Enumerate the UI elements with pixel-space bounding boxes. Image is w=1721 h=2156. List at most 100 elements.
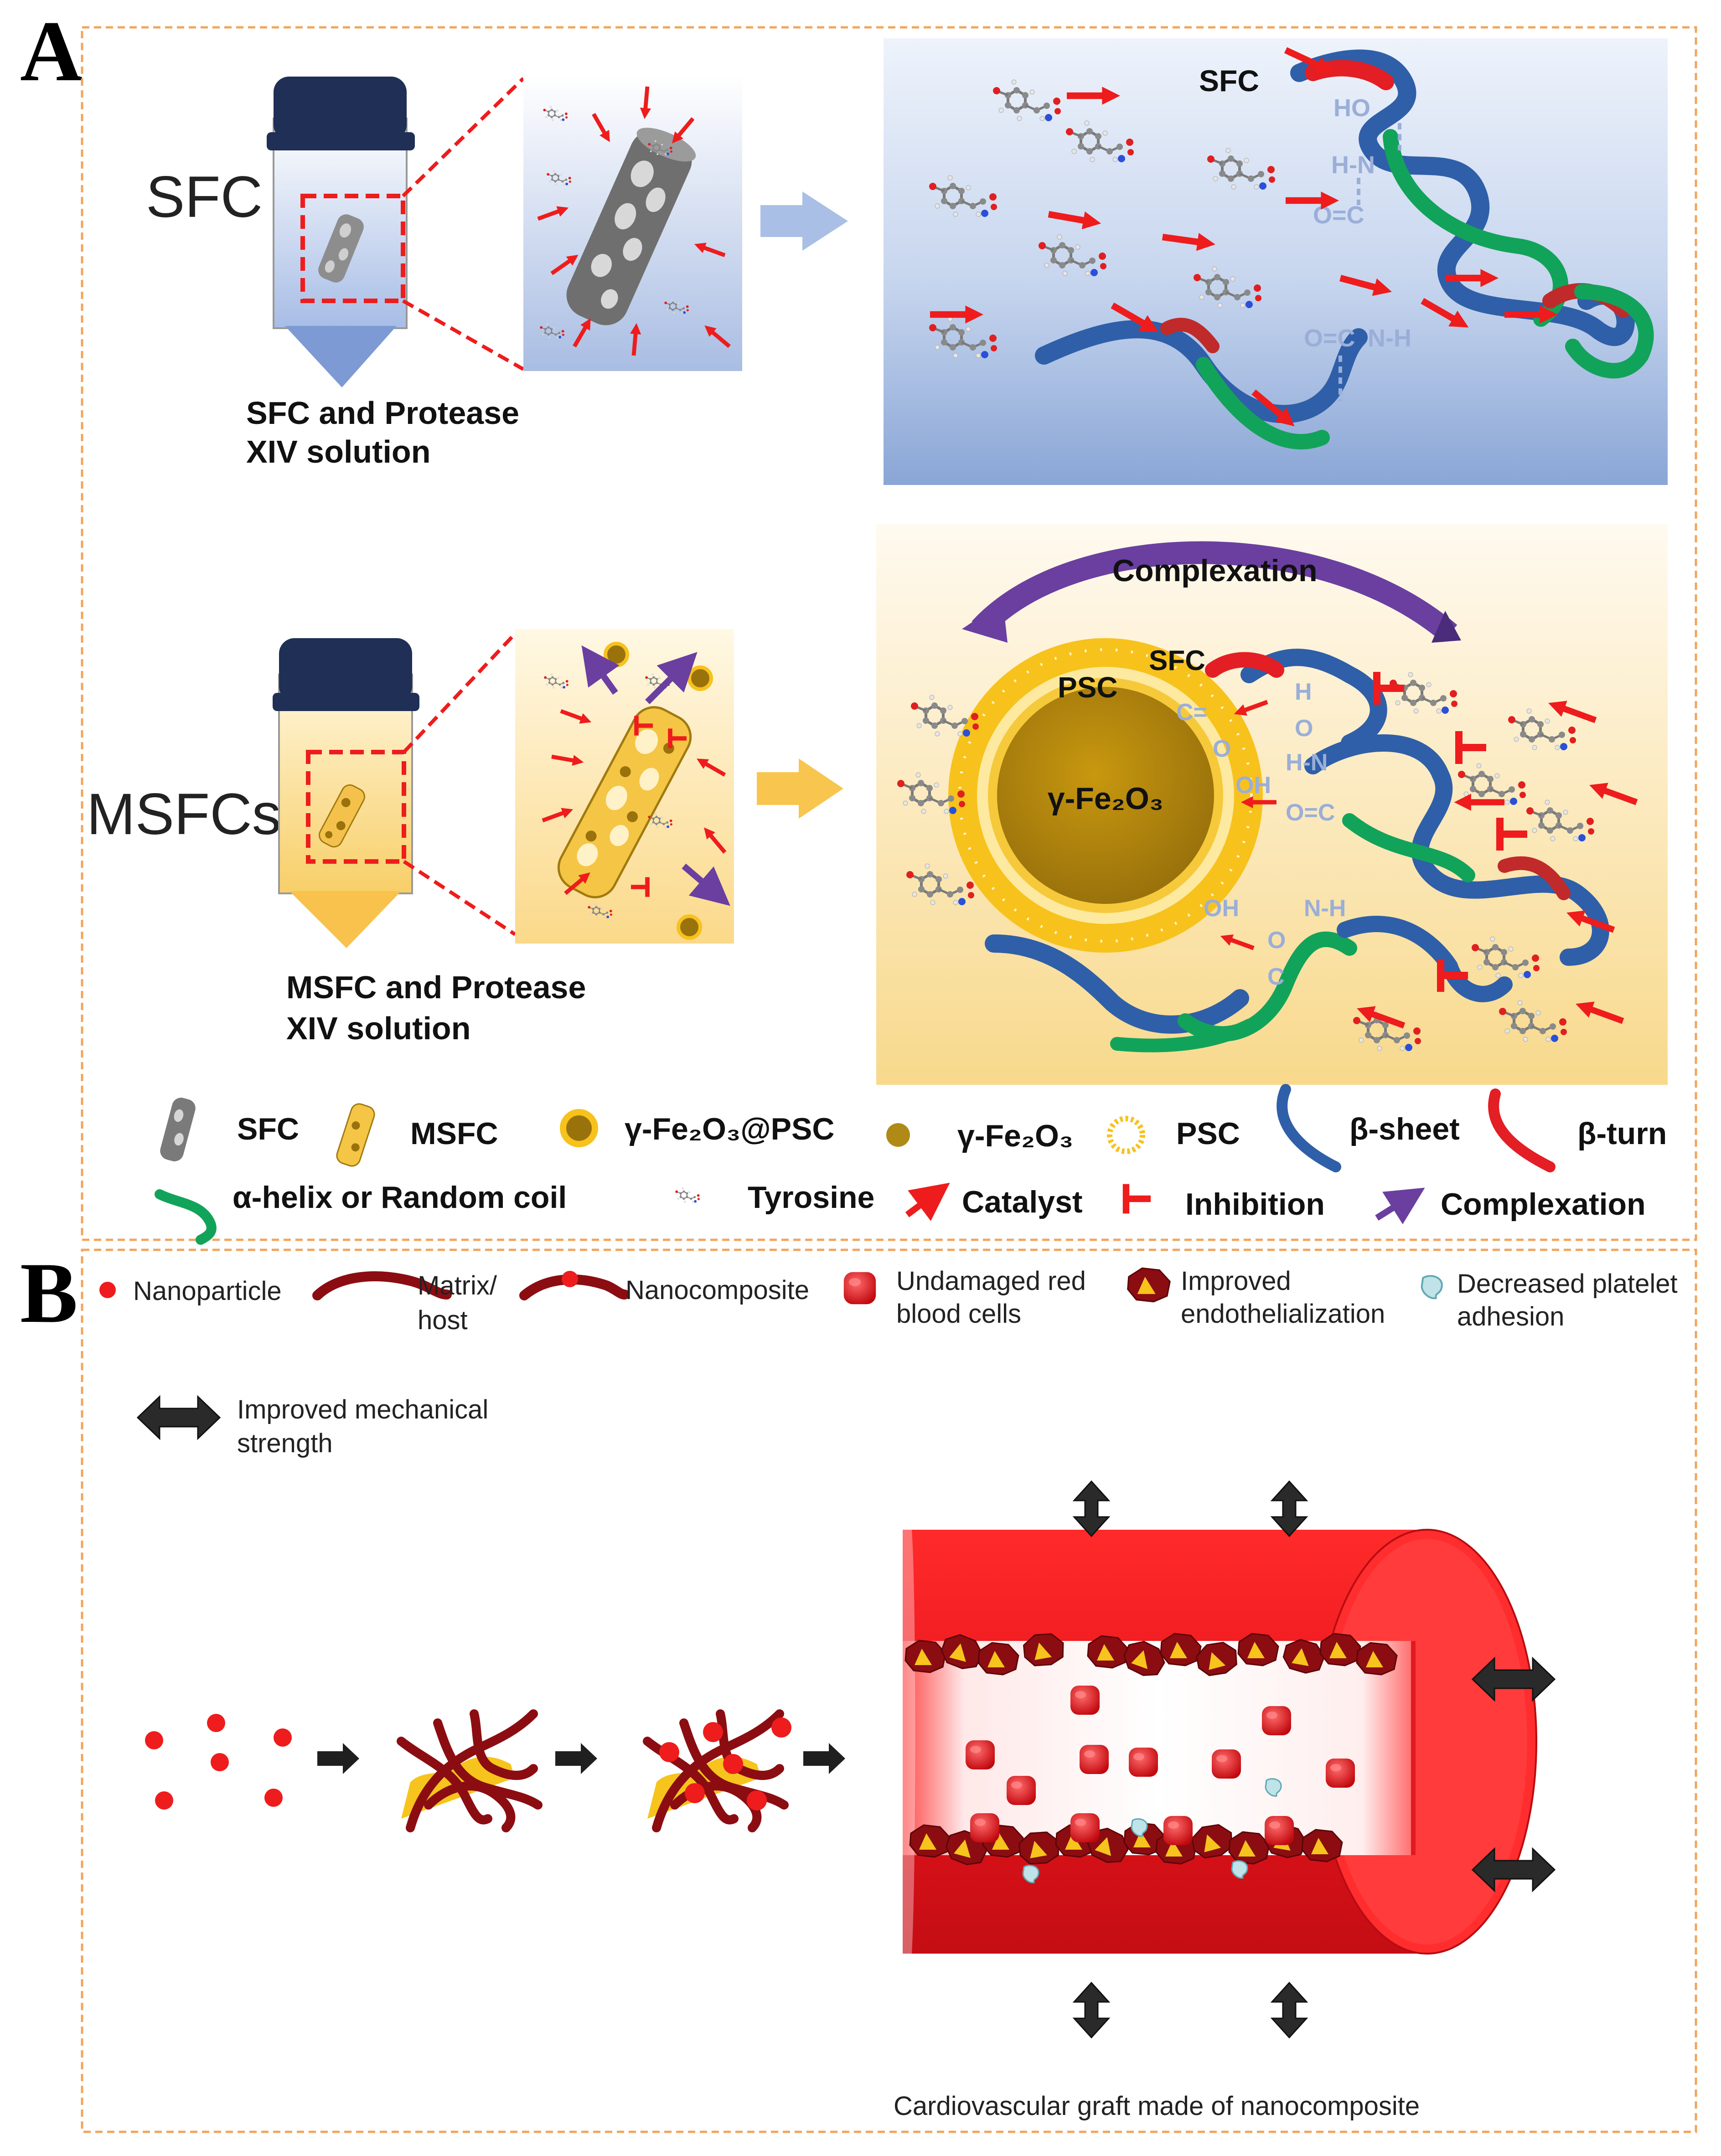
strength-arrow [1073, 1982, 1110, 2038]
beta-sheet-icon [1277, 1084, 1341, 1172]
msfc-scaffold-large [557, 706, 692, 898]
legend-label: β-sheet [1349, 1112, 1460, 1146]
panel-b-letter: B [20, 1245, 78, 1341]
bond-label: C= [1176, 699, 1207, 726]
sfc-mechanism-panel: SFC HO H-N O=C N-H O=C [884, 38, 1668, 485]
complexation-arrow-icon [1375, 1187, 1425, 1224]
msfc-scaffold-icon [336, 1103, 375, 1167]
graft-caption: Cardiovascular graft made of nanocomposi… [894, 2091, 1420, 2121]
sfc-scaffold-icon [318, 214, 364, 283]
legend-label: Undamaged red [896, 1266, 1086, 1296]
legend-label: adhesion [1457, 1302, 1564, 1331]
process-arrow [317, 1743, 359, 1774]
legend-label: Improved mechanical [237, 1395, 488, 1424]
panel-b-legend: Nanoparticle Matrix/ host Nanocomposite … [99, 1266, 1678, 1458]
strength-arrow [1271, 1480, 1308, 1537]
nanocomposite-icon [519, 1271, 630, 1300]
zoom-line [402, 299, 524, 371]
legend-label: endothelialization [1181, 1299, 1385, 1329]
tube-cap [274, 77, 407, 140]
fe2o3-dot-icon [886, 1123, 910, 1147]
bond-label: O [1267, 927, 1286, 954]
legend-label: Inhibition [1185, 1187, 1325, 1222]
msfc-caption-1: MSFC and Protease [286, 970, 586, 1005]
bond-label: O=C [1286, 799, 1335, 826]
legend-label: strength [237, 1429, 333, 1458]
legend-label: Tyrosine [748, 1180, 874, 1215]
msfc-mechanism-panel: Complexation γ-Fe₂O₃ PSC SFC H O H-N O=C… [876, 524, 1668, 1085]
legend-label: Decreased platelet [1457, 1269, 1678, 1299]
legend-label: host [418, 1305, 468, 1335]
process-arrow [555, 1743, 597, 1774]
matrix-host-icon [312, 1271, 452, 1300]
msfc-scaffold-icon [319, 784, 365, 848]
bond-label: H [1295, 679, 1312, 705]
legend-label: Nanoparticle [133, 1276, 282, 1306]
legend-label: MSFC [410, 1116, 498, 1151]
beta-sheet-strand [1290, 49, 1635, 346]
legend-label: SFC [237, 1112, 299, 1146]
process-arrow [803, 1743, 845, 1774]
nanoparticle-icon [99, 1282, 116, 1298]
process-arrow [757, 758, 843, 819]
process-arrow [760, 191, 848, 251]
sfc-scaffold-large [566, 128, 696, 325]
bond-label: N-H [1368, 325, 1411, 352]
tube-cap [279, 638, 412, 702]
zoom-line [403, 632, 517, 753]
strength-arrow [1073, 1480, 1110, 1537]
strength-arrow [1271, 1982, 1308, 2038]
legend-label: γ-Fe₂O₃@PSC [625, 1112, 835, 1146]
sfc-row-label: SFC [146, 165, 263, 230]
double-arrow-icon [137, 1396, 221, 1439]
panel-a-letter: A [20, 4, 83, 99]
msfc-zoom-box [515, 629, 734, 944]
endothelial-cell-icon [1127, 1267, 1171, 1303]
sfc-zoom-box [523, 75, 742, 371]
legend-label: Catalyst [962, 1185, 1083, 1219]
msfc-caption-2: XIV solution [286, 1011, 470, 1046]
sfc-strand-label: SFC [1149, 645, 1205, 676]
sfc-caption-2: XIV solution [246, 434, 430, 469]
sfc-strand-label: SFC [1199, 64, 1259, 98]
inhibition-icon [1126, 1184, 1151, 1214]
platelet-icon [1421, 1275, 1443, 1300]
panel-a-legend: SFC MSFC γ-Fe₂O₃@PSC γ-Fe₂O₃ PSC β-sheet… [155, 1084, 1667, 1245]
bond-label: O=C [1304, 325, 1355, 352]
msfc-tube [273, 638, 419, 948]
panel-b-border [81, 1248, 1697, 2133]
red-blood-cell-icon [843, 1272, 876, 1305]
psc-ring-icon [1107, 1116, 1145, 1154]
fe2o3-psc-particle: γ-Fe₂O₃ [948, 638, 1263, 953]
legend-label: Improved [1181, 1266, 1291, 1296]
sfc-scaffold-icon [160, 1098, 196, 1161]
cardiovascular-graft [894, 1529, 1537, 1955]
msfc-row-label: MSFCs [87, 782, 281, 847]
alpha-helix-icon [155, 1189, 217, 1245]
zoom-line [402, 77, 525, 197]
zoom-line [403, 860, 517, 936]
bond-label: O [1295, 715, 1313, 742]
nanocomposite-network [643, 1709, 791, 1832]
bond-label: H-N [1286, 749, 1328, 776]
bond-label: N-H [1304, 895, 1346, 922]
bond-label: O=C [1313, 201, 1364, 229]
legend-label: Matrix/ [418, 1271, 497, 1300]
complexation-arc [972, 541, 1457, 642]
core-label: γ-Fe₂O₃ [1048, 781, 1163, 816]
sfc-caption-1: SFC and Protease [246, 395, 519, 431]
legend-label: PSC [1176, 1116, 1240, 1151]
bond-label: OH [1235, 772, 1271, 799]
legend-label: β-turn [1577, 1116, 1667, 1151]
legend-label: γ-Fe₂O₃ [957, 1119, 1073, 1153]
catalyst-arrow-icon [905, 1182, 950, 1221]
complexation-title: Complexation [1112, 553, 1318, 588]
bond-label: HO [1333, 94, 1370, 122]
panel-a-border [81, 26, 1697, 1241]
legend-label: α-helix or Random coil [233, 1180, 567, 1215]
bond-label: O [1213, 736, 1231, 762]
tyrosine-icon [675, 1188, 700, 1203]
legend-label: Nanocomposite [625, 1275, 809, 1305]
bond-label: H-N [1331, 151, 1375, 179]
